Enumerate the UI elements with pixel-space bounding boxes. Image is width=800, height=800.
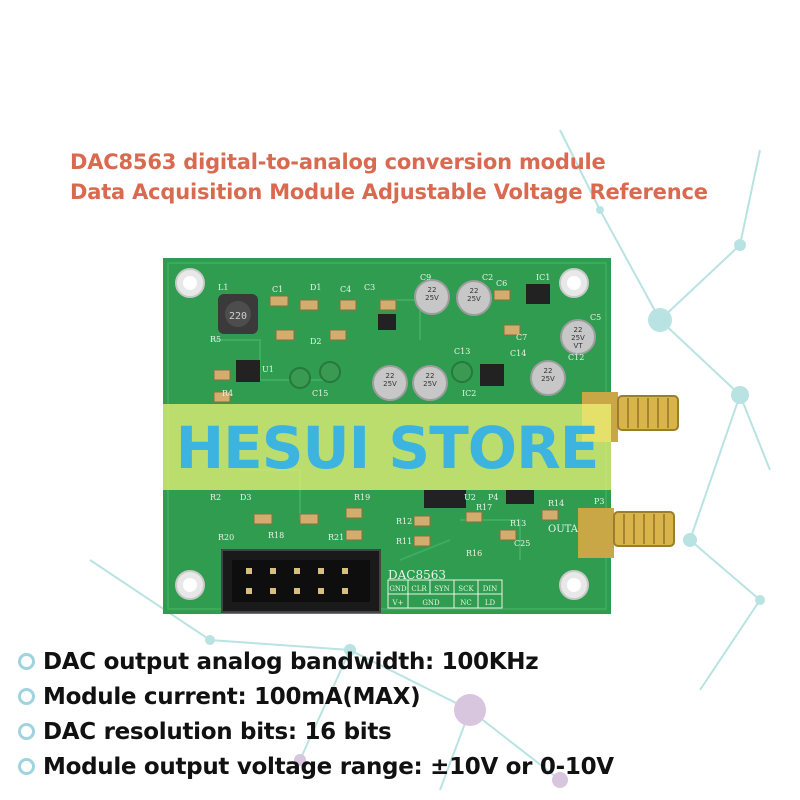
svg-text:VT: VT: [573, 342, 583, 350]
svg-text:22: 22: [544, 367, 553, 375]
svg-text:U1: U1: [262, 365, 274, 374]
svg-text:L1: L1: [218, 283, 228, 292]
svg-text:C25: C25: [514, 539, 530, 548]
svg-text:C3: C3: [364, 283, 375, 292]
svg-text:D2: D2: [310, 337, 322, 346]
svg-text:R5: R5: [210, 335, 221, 344]
svg-text:C12: C12: [568, 353, 584, 362]
svg-text:C14: C14: [510, 349, 526, 358]
svg-text:P4: P4: [488, 493, 498, 502]
svg-text:R13: R13: [510, 519, 526, 528]
svg-text:22: 22: [574, 326, 583, 334]
svg-text:25V: 25V: [467, 295, 481, 303]
svg-text:SYN: SYN: [434, 585, 450, 593]
svg-text:C5: C5: [590, 313, 601, 322]
spec-list: DAC output analog bandwidth: 100KHz Modu…: [18, 644, 788, 784]
svg-text:U2: U2: [464, 493, 476, 502]
spec-item: Module output voltage range: ±10V or 0-1…: [18, 749, 788, 784]
svg-text:25V: 25V: [425, 294, 439, 302]
svg-text:IC2: IC2: [462, 389, 476, 398]
svg-text:R20: R20: [218, 533, 234, 542]
store-watermark: HESUI STORE: [175, 414, 600, 482]
spec-text: Module output voltage range: ±10V or 0-1…: [43, 753, 614, 780]
bullet-circle-icon: [18, 653, 35, 670]
spec-text: DAC output analog bandwidth: 100KHz: [43, 648, 539, 675]
svg-text:LD: LD: [485, 599, 496, 607]
svg-text:25V: 25V: [571, 334, 585, 342]
svg-text:DIN: DIN: [483, 585, 498, 593]
svg-text:IC1: IC1: [536, 273, 550, 282]
svg-text:R17: R17: [476, 503, 492, 512]
svg-text:22: 22: [428, 286, 437, 294]
svg-text:V+: V+: [392, 599, 404, 607]
svg-text:C4: C4: [340, 285, 351, 294]
svg-text:C1: C1: [272, 285, 283, 294]
spec-item: DAC output analog bandwidth: 100KHz: [18, 644, 788, 679]
svg-text:R21: R21: [328, 533, 344, 542]
svg-text:C9: C9: [420, 273, 431, 282]
svg-text:D3: D3: [240, 493, 252, 502]
electrolytic-capacitors: [372, 279, 596, 401]
output-label: OUTA: [548, 524, 579, 535]
ic-u1: [236, 360, 260, 382]
ic-ic1: [526, 284, 550, 304]
svg-text:GND: GND: [389, 585, 407, 593]
ic-u2: [424, 490, 466, 508]
svg-text:GND: GND: [422, 599, 440, 607]
svg-text:D1: D1: [310, 283, 322, 292]
svg-text:25V: 25V: [423, 380, 437, 388]
board-model-label: DAC8563: [388, 568, 446, 582]
svg-text:R11: R11: [396, 537, 412, 546]
pin-table: [387, 579, 503, 609]
mounting-holes: [175, 268, 589, 600]
svg-text:22: 22: [386, 372, 395, 380]
svg-text:C6: C6: [496, 279, 507, 288]
svg-text:C2: C2: [482, 273, 493, 282]
svg-text:R14: R14: [548, 499, 564, 508]
svg-text:R16: R16: [466, 549, 482, 558]
svg-text:R18: R18: [268, 531, 284, 540]
svg-text:C13: C13: [454, 347, 470, 356]
spec-text: DAC resolution bits: 16 bits: [43, 718, 392, 745]
spec-text: Module current: 100mA(MAX): [43, 683, 421, 710]
svg-text:R4: R4: [222, 389, 233, 398]
bullet-circle-icon: [18, 688, 35, 705]
svg-text:22: 22: [426, 372, 435, 380]
bullet-circle-icon: [18, 723, 35, 740]
svg-text:R19: R19: [354, 493, 370, 502]
svg-text:SCK: SCK: [458, 585, 474, 593]
spec-item: DAC resolution bits: 16 bits: [18, 714, 788, 749]
svg-text:R12: R12: [396, 517, 412, 526]
svg-text:NC: NC: [460, 599, 471, 607]
sma-connectors: [578, 392, 679, 558]
svg-text:220: 220: [229, 311, 247, 322]
watermark-banner: [163, 404, 611, 490]
svg-text:C7: C7: [516, 333, 527, 342]
product-title-line-1: DAC8563 digital-to-analog conversion mod…: [70, 150, 606, 174]
svg-text:CLR: CLR: [411, 585, 427, 593]
svg-text:25V: 25V: [383, 380, 397, 388]
svg-text:C15: C15: [312, 389, 328, 398]
pin-header: [221, 549, 381, 613]
svg-text:22: 22: [470, 287, 479, 295]
bullet-circle-icon: [18, 758, 35, 775]
product-title-line-2: Data Acquisition Module Adjustable Volta…: [70, 180, 708, 204]
svg-text:P3: P3: [594, 497, 604, 506]
ic-ic2: [480, 364, 504, 386]
svg-text:R2: R2: [210, 493, 221, 502]
svg-text:25V: 25V: [541, 375, 555, 383]
spec-item: Module current: 100mA(MAX): [18, 679, 788, 714]
